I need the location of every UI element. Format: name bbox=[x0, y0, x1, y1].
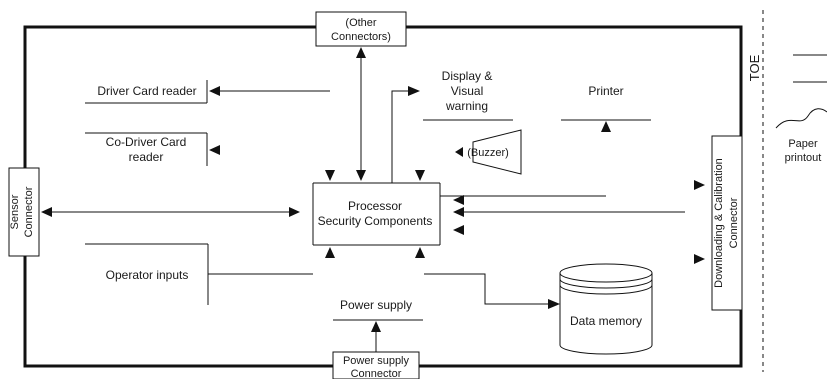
downloading-connector-label-2: Connector bbox=[728, 197, 740, 248]
buzzer-label: (Buzzer) bbox=[467, 147, 509, 159]
sensor-link-right-arrowhead bbox=[289, 207, 300, 217]
driver-card-reader-label: Driver Card reader bbox=[97, 84, 196, 98]
memory-arrowhead bbox=[548, 299, 560, 309]
processor-bottom-arrowhead-right bbox=[415, 247, 425, 258]
processor-right-arrowhead-2 bbox=[453, 207, 464, 217]
power-supply-connector-label-2: Connector bbox=[351, 368, 402, 379]
sensor-connector-label: Sensor bbox=[9, 194, 21, 229]
buzzer-icon bbox=[472, 129, 522, 175]
data-memory-label-bg bbox=[561, 305, 651, 335]
paper-curl-icon bbox=[775, 108, 827, 129]
other-connectors-box bbox=[315, 11, 407, 47]
printer-label: Printer bbox=[588, 84, 623, 98]
driver-card-arrowhead bbox=[209, 86, 220, 96]
processor-bottom-arrowhead-left bbox=[325, 247, 335, 258]
toe-label: TOE bbox=[747, 54, 762, 81]
processor-to-memory-line bbox=[424, 273, 548, 305]
power-supply-connector-box bbox=[332, 351, 420, 379]
other-connectors-down-arrowhead bbox=[356, 170, 366, 181]
operator-inputs-label: Operator inputs bbox=[106, 268, 189, 282]
other-connectors-label-2: Connectors) bbox=[331, 31, 391, 43]
processor-to-display-line bbox=[391, 90, 408, 183]
paper-printout-label: Paper bbox=[788, 138, 818, 150]
processor-right-arrowhead-1 bbox=[453, 195, 464, 205]
downloading-top-arrowhead bbox=[694, 180, 705, 190]
processor-label-2: Security Components bbox=[318, 214, 433, 228]
paper-printout-label-2: printout bbox=[785, 152, 822, 164]
sensor-connector-label-2: Connector bbox=[23, 186, 35, 237]
sensor-link-left-arrowhead bbox=[41, 207, 52, 217]
printer-arrowhead bbox=[601, 121, 611, 132]
other-connectors-label: (Other bbox=[345, 17, 377, 29]
codriver-card-reader-label: Co-Driver Card bbox=[106, 135, 187, 149]
display-arrowhead bbox=[408, 86, 420, 96]
processor-label: Processor bbox=[348, 199, 402, 213]
display-label: Display & bbox=[442, 69, 493, 83]
processor-top-arrowhead-left bbox=[325, 170, 335, 181]
buzzer-arrowhead bbox=[455, 147, 463, 157]
downloading-bottom-arrowhead bbox=[694, 254, 705, 264]
power-supply-connector-label: Power supply bbox=[343, 355, 410, 367]
other-connectors-up-arrowhead bbox=[356, 47, 366, 58]
data-memory-ring-2 bbox=[559, 278, 653, 289]
data-memory-top-ring bbox=[559, 263, 653, 283]
display-label-2: Visual bbox=[451, 84, 483, 98]
downloading-connector-label: Downloading & Calibration bbox=[713, 158, 725, 288]
power-supply-label: Power supply bbox=[340, 298, 412, 312]
processor-right-arrowhead-3 bbox=[453, 225, 464, 235]
display-label-3: warning bbox=[445, 99, 488, 113]
codriver-card-arrowhead bbox=[209, 145, 220, 155]
data-memory-ring-3 bbox=[559, 284, 653, 295]
power-supply-arrowhead bbox=[371, 321, 381, 332]
downloading-connector-box bbox=[711, 135, 743, 311]
sensor-connector-box bbox=[8, 167, 40, 257]
processor-top-arrowhead-right bbox=[415, 170, 425, 181]
codriver-card-reader-label-2: reader bbox=[129, 150, 164, 164]
data-memory-label: Data memory bbox=[570, 314, 642, 328]
